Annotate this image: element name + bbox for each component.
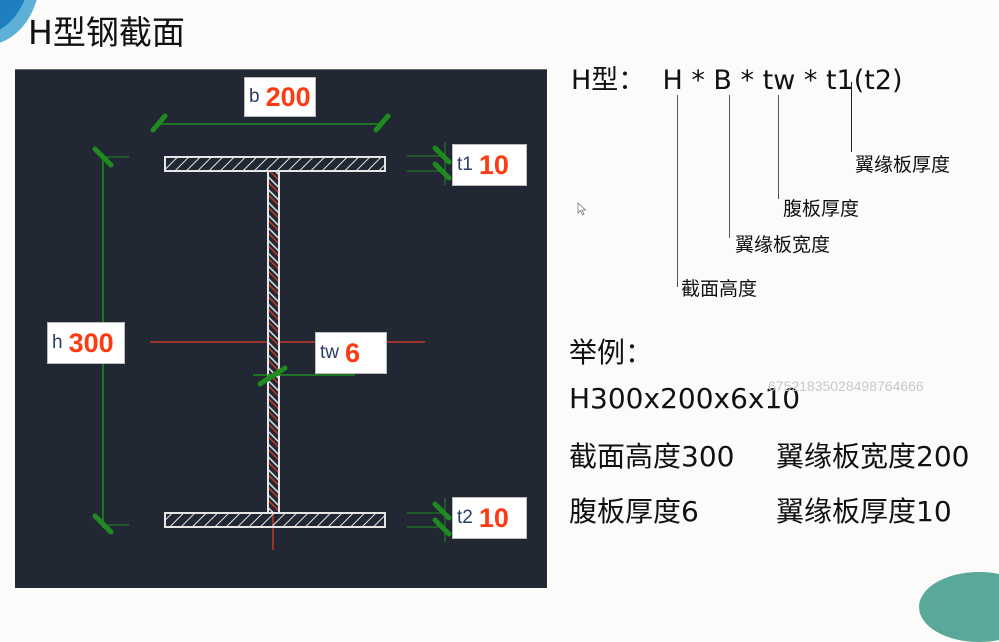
label-value: 10 <box>478 502 509 533</box>
example-designation: H300x200x6x10 <box>569 382 801 415</box>
label-symbol: t1 <box>457 154 473 175</box>
label-value: 300 <box>68 327 114 358</box>
watermark: 67521835028498764666 <box>768 378 924 394</box>
annotation-flange-thickness: 翼缘板厚度 <box>855 154 951 176</box>
example-section-height: 截面高度300 <box>569 440 735 473</box>
label-h: h 300 <box>47 322 125 364</box>
page-title: H型钢截面 <box>28 13 185 52</box>
label-value: 200 <box>265 81 311 112</box>
example-web-thickness: 腹板厚度6 <box>569 495 699 528</box>
label-symbol: h <box>52 332 63 353</box>
mouse-cursor-icon <box>577 202 587 216</box>
label-symbol: tw <box>320 342 339 363</box>
h-section-formula: H型： H * B * tw * t1(t2) <box>571 65 903 96</box>
example-heading: 举例： <box>569 336 654 369</box>
label-t1: t1 10 <box>452 144 527 186</box>
h-section-drawing <box>92 113 452 550</box>
leader-line-h <box>677 95 678 287</box>
label-symbol: b <box>249 86 260 107</box>
annotation-web-thickness: 腹板厚度 <box>783 198 860 220</box>
cad-drawing-panel: b 200 t1 10 h 300 tw 6 t2 10 <box>15 69 547 588</box>
label-value: 10 <box>478 149 509 180</box>
leader-line-t1 <box>851 82 852 152</box>
label-tw: tw 6 <box>315 332 387 374</box>
leader-line-tw <box>778 95 779 199</box>
decorative-corner-arc <box>919 572 999 642</box>
label-symbol: t2 <box>457 507 473 528</box>
example-flange-thickness: 翼缘板厚度10 <box>776 495 952 528</box>
label-t2: t2 10 <box>452 497 527 539</box>
label-b: b 200 <box>244 77 316 117</box>
leader-line-b <box>729 95 730 238</box>
annotation-section-height: 截面高度 <box>681 278 758 300</box>
decorative-corner-arc <box>0 0 30 35</box>
annotation-flange-width: 翼缘板宽度 <box>735 234 831 256</box>
label-value: 6 <box>345 337 361 368</box>
example-flange-width: 翼缘板宽度200 <box>776 440 970 473</box>
